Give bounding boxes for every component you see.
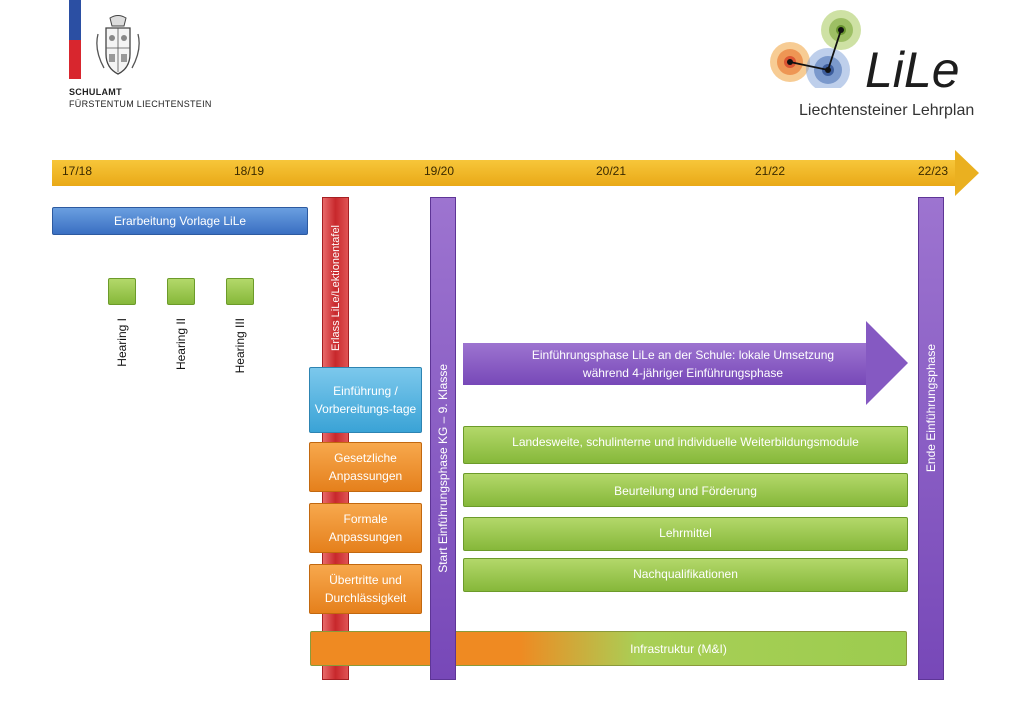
infrastruktur-label: Infrastruktur (M&I) xyxy=(630,641,727,656)
hearing-2-marker xyxy=(167,278,195,305)
org-name: SCHULAMT xyxy=(69,87,122,97)
year-label: 17/18 xyxy=(62,164,93,178)
ende-phase-label: Ende Einführungsphase xyxy=(924,344,938,473)
lile-circles-logo-icon xyxy=(770,10,861,88)
nachqualifikationen-bar: Nachqualifikationen xyxy=(463,558,908,592)
year-label: 19/20 xyxy=(424,164,455,178)
beurteilung-bar: Beurteilung und Förderung xyxy=(463,473,908,507)
erarbeitung-bar: Erarbeitung Vorlage LiLe xyxy=(52,207,308,235)
hearing-3-marker xyxy=(226,278,254,305)
org-country: FÜRSTENTUM LIECHTENSTEIN xyxy=(69,99,212,109)
uebertritte-box: Übertritte und Durchlässigkeit xyxy=(309,564,422,614)
formale-anpassungen-box: Formale Anpassungen xyxy=(309,503,422,553)
year-label: 20/21 xyxy=(596,164,627,178)
hearing-2-label: Hearing II xyxy=(174,318,188,371)
hearing-3-label: Hearing III xyxy=(233,318,247,374)
weiterbildung-bar: Landesweite, schulinterne und individuel… xyxy=(463,426,908,464)
einfuehrungsphase-label: Einführungsphase LiLe an der Schule: lok… xyxy=(531,348,835,380)
lile-logo-subtitle: Liechtensteiner Lehrplan xyxy=(799,102,975,119)
infrastruktur-bar: Infrastruktur (M&I) xyxy=(310,631,907,666)
lehrmittel-bar: Lehrmittel xyxy=(463,517,908,551)
hearing-1-label: Hearing I xyxy=(115,318,129,367)
year-label: 21/22 xyxy=(755,164,786,178)
start-phase-label: Start Einführungsphase KG – 9. Klasse xyxy=(436,364,450,573)
ende-phase-bar: Ende Einführungsphase xyxy=(918,197,944,680)
year-label: 18/19 xyxy=(234,164,265,178)
lile-logo-text: LiLe xyxy=(865,42,960,98)
einfuehrungsphase-arrow-head xyxy=(866,321,908,405)
timeline-arrow-bar xyxy=(52,160,957,186)
flag-red-stripe xyxy=(69,40,81,79)
flag-blue-stripe xyxy=(69,0,81,40)
erlass-label: Erlass LiLe/Lektionentafel xyxy=(329,225,342,351)
start-phase-bar: Start Einführungsphase KG – 9. Klasse xyxy=(430,197,456,680)
einfuehrungsphase-arrow xyxy=(463,343,868,385)
year-label: 22/23 xyxy=(918,164,949,178)
einfuehrung-tage-box: Einführung / Vorbereitungs-tage xyxy=(309,367,422,433)
timeline-arrow-head xyxy=(955,150,979,196)
gesetzliche-anpassungen-box: Gesetzliche Anpassungen xyxy=(309,442,422,492)
hearing-1-marker xyxy=(108,278,136,305)
coat-of-arms-icon xyxy=(96,15,140,75)
